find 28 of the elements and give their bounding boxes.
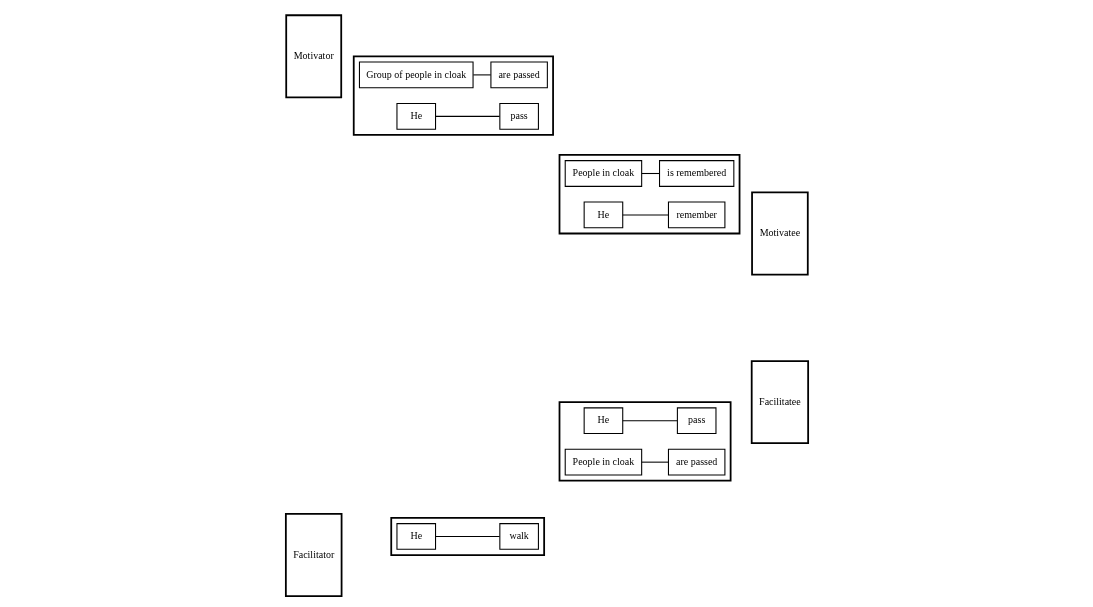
node-box: pass <box>498 102 539 130</box>
node-box: is remembered <box>658 160 734 187</box>
node-box: He <box>583 201 623 229</box>
node-box: remember <box>667 201 725 229</box>
node-box: Facilitatee <box>750 360 809 445</box>
cluster <box>389 517 545 556</box>
node-box: Group of people in cloak <box>358 61 474 89</box>
node-box: He <box>395 523 436 550</box>
node-box: are passed <box>667 448 725 476</box>
node-box: Motivator <box>284 14 342 99</box>
connector <box>621 214 669 216</box>
node-box: People in cloak <box>564 160 642 187</box>
connector <box>434 535 500 537</box>
node-box: are passed <box>489 61 548 89</box>
connector <box>434 115 500 117</box>
node-box: He <box>395 102 436 130</box>
connector <box>640 461 669 463</box>
node-box: walk <box>498 523 539 550</box>
node-box: Facilitator <box>284 513 342 597</box>
connector <box>621 420 678 422</box>
node-box: pass <box>676 407 716 435</box>
connector <box>472 74 491 76</box>
node-box: He <box>583 407 623 435</box>
node-box: People in cloak <box>564 448 642 476</box>
node-box: Motivatee <box>750 191 809 276</box>
cluster <box>558 401 731 482</box>
cluster <box>558 154 740 235</box>
cluster <box>352 55 554 136</box>
